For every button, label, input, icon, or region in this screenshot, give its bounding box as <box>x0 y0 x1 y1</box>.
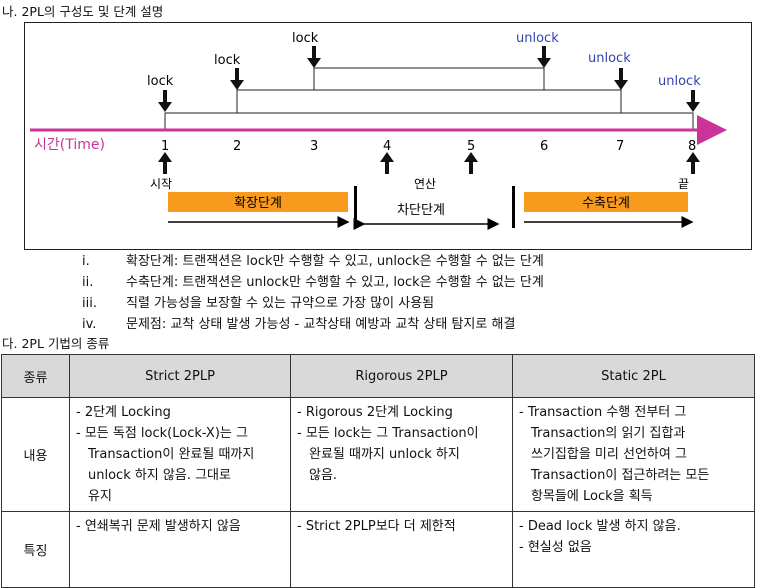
table-cell: - Rigorous 2단계 Locking - 모든 lock는 그 Tran… <box>290 397 513 512</box>
start-label: 시작 <box>150 177 172 191</box>
tick-label: 7 <box>616 139 624 154</box>
list-text: 직렬 가능성을 보장할 수 있는 규약으로 가장 많이 사용됨 <box>126 296 435 311</box>
list-number: ii. <box>82 275 94 290</box>
table-cell: - Transaction 수행 전부터 그 Transaction의 읽기 집… <box>512 397 755 512</box>
row-header: 내용 <box>1 397 70 512</box>
list-text: 수축단계: 트랜잭션은 unlock만 수행할 수 있고, lock은 수행할 … <box>126 275 544 290</box>
tick-label: 2 <box>233 139 241 154</box>
down-arrow-icon <box>158 46 700 112</box>
phase-expand-label: 확장단계 <box>234 196 282 211</box>
list-item: iv. 문제점: 교착 상태 발생 가능성 - 교착상태 예방과 교착 상태 탐… <box>82 314 722 335</box>
table-cell: - 연쇄복귀 문제 발생하지 않음 <box>69 511 291 588</box>
table-cell: - Dead lock 발생 하지 않음. - 현실성 없음 <box>512 511 755 588</box>
tick-label: 5 <box>467 139 475 154</box>
2pl-methods-table: 종류 Strict 2PLP Rigorous 2PLP Static 2PL … <box>1 354 755 588</box>
list-item: iii. 직렬 가능성을 보장할 수 있는 규약으로 가장 많이 사용됨 <box>82 293 722 314</box>
lock-label: lock <box>147 74 174 89</box>
phase-block-label: 차단단계 <box>397 203 445 218</box>
phase-divider <box>354 186 357 228</box>
list-number: iv. <box>82 317 97 332</box>
table-row: 내용 - 2단계 Locking - 모든 독점 lock(Lock-X)는 그… <box>1 397 755 512</box>
list-number: i. <box>82 254 90 269</box>
section-heading-na: 나. 2PL의 구성도 및 단계 설명 <box>2 4 164 19</box>
operation-label: 연산 <box>414 177 436 191</box>
phase-expand-box <box>168 192 348 212</box>
column-header: Static 2PL <box>512 354 755 398</box>
tick-label: 1 <box>161 139 169 154</box>
unlock-label: unlock <box>658 74 701 89</box>
column-header: 종류 <box>1 354 70 398</box>
end-label: 끝 <box>678 177 689 191</box>
list-text: 확장단계: 트랜잭션은 lock만 수행할 수 있고, unlock은 수행할 … <box>126 254 544 269</box>
unlock-label: unlock <box>588 51 631 66</box>
phase-shrink-box <box>524 192 688 212</box>
list-number: iii. <box>82 296 97 311</box>
row-header: 특징 <box>1 511 70 588</box>
tick-label: 4 <box>383 139 391 154</box>
list-item: ii. 수축단계: 트랜잭션은 unlock만 수행할 수 있고, lock은 … <box>82 272 722 293</box>
tick-label: 6 <box>540 139 548 154</box>
2pl-diagram: lock lock lock unlock unlock unlock 시간(T… <box>24 22 752 250</box>
phase-shrink-label: 수축단계 <box>582 196 630 211</box>
lock-label: lock <box>214 53 241 68</box>
list-item: i. 확장단계: 트랜잭션은 lock만 수행할 수 있고, unlock은 수… <box>82 251 722 272</box>
list-text: 문제점: 교착 상태 발생 가능성 - 교착상태 예방과 교착 상태 탐지로 해… <box>126 317 516 332</box>
table-header-row: 종류 Strict 2PLP Rigorous 2PLP Static 2PL <box>1 354 755 398</box>
phase-divider <box>512 186 515 228</box>
lock-label: lock <box>292 31 319 46</box>
section-heading-da: 다. 2PL 기법의 종류 <box>2 336 110 351</box>
up-arrow-icon <box>158 152 700 174</box>
tick-label: 8 <box>688 139 696 154</box>
column-header: Strict 2PLP <box>69 354 291 398</box>
tick-label: 3 <box>310 139 318 154</box>
unlock-label: unlock <box>516 31 559 46</box>
table-row: 특징 - 연쇄복귀 문제 발생하지 않음 - Strict 2PLP보다 더 제… <box>1 511 755 588</box>
column-header: Rigorous 2PLP <box>290 354 513 398</box>
phase-description-list: i. 확장단계: 트랜잭션은 lock만 수행할 수 있고, unlock은 수… <box>82 251 722 335</box>
table-cell: - Strict 2PLP보다 더 제한적 <box>290 511 513 588</box>
table-cell: - 2단계 Locking - 모든 독점 lock(Lock-X)는 그 Tr… <box>69 397 291 512</box>
time-label: 시간(Time) <box>34 137 105 153</box>
